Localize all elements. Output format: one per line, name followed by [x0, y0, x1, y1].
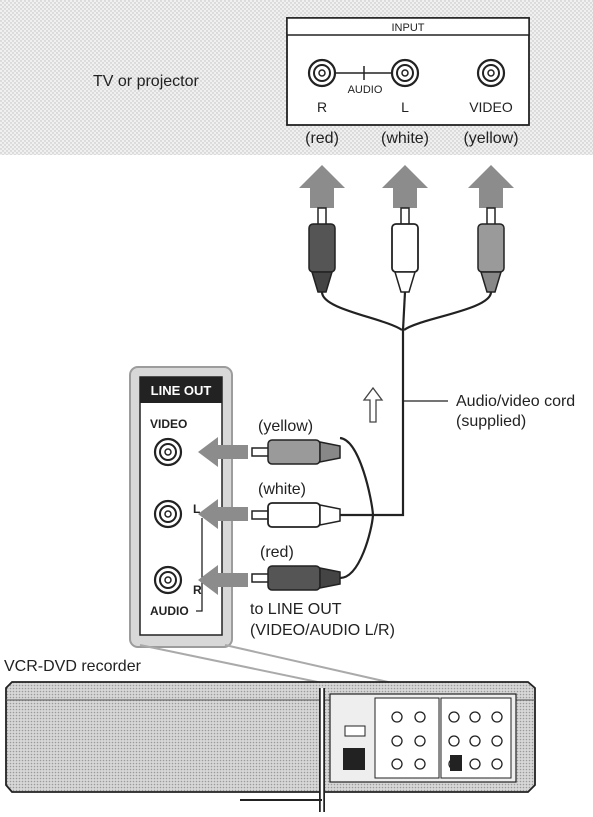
cord-label-1: Audio/video cord [456, 393, 575, 410]
tv-arrows [299, 165, 514, 208]
arrow-left-red-icon [198, 565, 248, 595]
plug-label-white: (white) [258, 481, 306, 498]
recorder-power-port [343, 748, 365, 770]
cable-white-top [401, 291, 407, 331]
recorder-jack-area-1 [374, 697, 440, 779]
tv-color-yellow: (yellow) [463, 130, 518, 147]
arrow-left-yellow-icon [198, 437, 248, 467]
to-line-out-label-2: (VIDEO/AUDIO L/R) [250, 622, 395, 639]
tv-audio-label: AUDIO [348, 84, 383, 96]
plug-label-yellow: (yellow) [258, 418, 313, 435]
line-out-r-label: R [193, 583, 202, 597]
tv-label: TV or projector [93, 73, 199, 90]
plug-white-side [251, 502, 341, 528]
panel-arrows [198, 437, 248, 595]
cord-label-2: (supplied) [456, 413, 526, 430]
cable-red-low [339, 514, 375, 580]
arrow-left-white-icon [198, 499, 248, 529]
line-out-video-jack-icon [153, 437, 183, 467]
tv-plugs [308, 207, 505, 293]
panel-plugs [251, 439, 341, 591]
tv-jack-r-label: R [317, 99, 327, 115]
direction-arrow-icon [362, 386, 384, 423]
cable-lines [320, 291, 493, 580]
tv-input-label: INPUT [392, 22, 425, 34]
arrow-up-red-icon [299, 165, 345, 208]
tv-input-header [286, 17, 530, 36]
tv-jack-l-label: L [401, 99, 409, 115]
cable-red-top [320, 291, 403, 331]
tv-jack-l-icon [390, 58, 420, 88]
tv-color-red: (red) [305, 130, 339, 147]
line-out-panel: LINE OUT VIDEO L R AUDIO [129, 366, 233, 648]
tv-color-white: (white) [381, 130, 429, 147]
cable-main [373, 330, 405, 517]
line-out-header [140, 377, 222, 403]
plug-yellow-side [251, 439, 341, 465]
line-out-video-label: VIDEO [150, 417, 187, 431]
plug-red-top [308, 207, 336, 293]
plug-label-red: (red) [260, 544, 294, 561]
recorder-label: VCR-DVD recorder [4, 658, 142, 675]
to-line-out-label-1: to LINE OUT [250, 601, 342, 618]
recorder-hdmi-port [344, 725, 366, 737]
arrow-up-yellow-icon [468, 165, 514, 208]
recorder [5, 681, 536, 812]
line-out-l-label: L [193, 502, 200, 516]
tv-jack-video-icon [476, 58, 506, 88]
recorder-highlight-jack [450, 755, 462, 771]
plug-white-top [391, 207, 419, 293]
cable-yellow-top [403, 291, 493, 331]
line-out-audio-r-jack-icon [153, 565, 183, 595]
cable-yellow-low [339, 436, 375, 516]
tv-panel: TV or projector INPUT AUDIO R L VIDEO (r… [0, 0, 593, 155]
line-out-title: LINE OUT [151, 383, 212, 398]
line-out-audio-bracket [196, 518, 203, 612]
line-out-audio-l-jack-icon [153, 499, 183, 529]
plug-yellow-top [477, 207, 505, 293]
tv-jack-r-icon [307, 58, 337, 88]
tv-jack-video-label: VIDEO [469, 99, 513, 115]
line-out-audio-label: AUDIO [150, 604, 189, 618]
plug-red-side [251, 565, 341, 591]
arrow-up-white-icon [382, 165, 428, 208]
